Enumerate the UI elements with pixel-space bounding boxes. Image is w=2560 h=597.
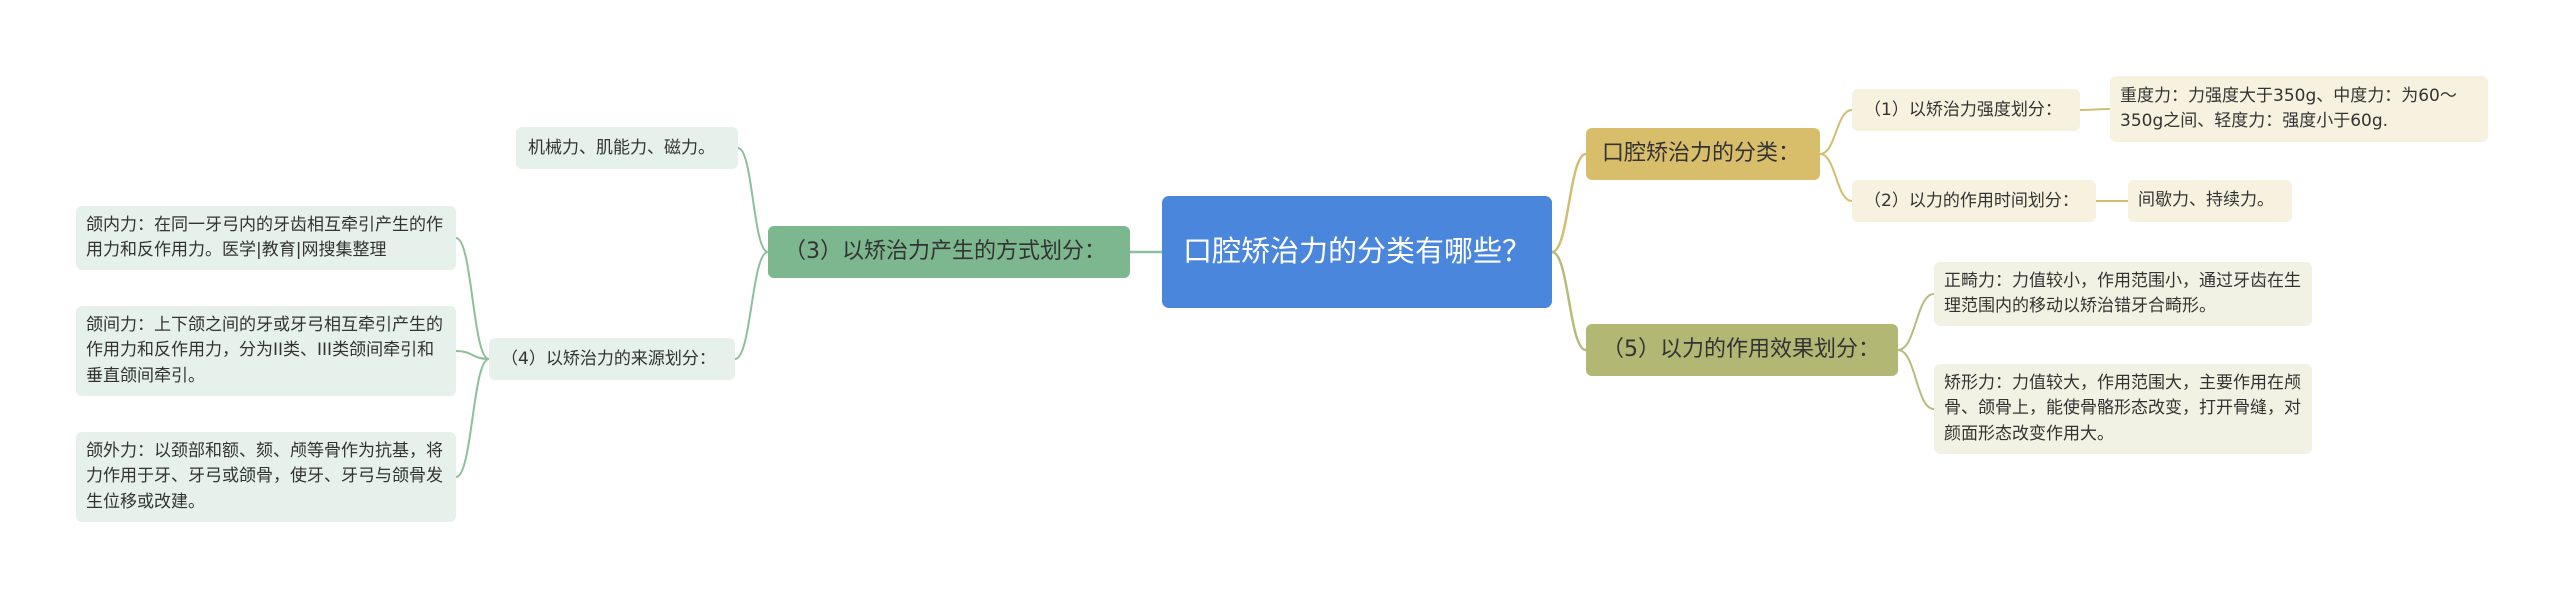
connector-root-effect bbox=[1551, 250, 1587, 352]
root-topic[interactable]: 口腔矫治力的分类有哪些？ bbox=[1162, 196, 1552, 308]
leaf-force-strength-label: 重度力：力强度大于350g、中度力：为60～350g之间、轻度力：强度小于60g… bbox=[2120, 85, 2457, 132]
connector-classification-duration bbox=[1819, 153, 1853, 202]
connector-root-classification bbox=[1551, 152, 1587, 254]
leaf-intermittent-continuous[interactable]: 间歇力、持续力。 bbox=[2128, 180, 2292, 222]
subbranch-strength[interactable]: （1）以矫治力强度划分： bbox=[1852, 89, 2080, 131]
branch-method-label: （3）以矫治力产生的方式划分： bbox=[784, 239, 1106, 265]
branch-effect[interactable]: （5）以力的作用效果划分： bbox=[1586, 324, 1898, 376]
leaf-mechanical-force[interactable]: 机械力、肌能力、磁力。 bbox=[516, 127, 738, 169]
branch-method[interactable]: （3）以矫治力产生的方式划分： bbox=[768, 226, 1130, 278]
subbranch-duration-label: （2）以力的作用时间划分： bbox=[1864, 190, 2079, 211]
connector-strength-leaf bbox=[2079, 108, 2111, 111]
subbranch-source-label: （4）以矫治力的来源划分： bbox=[501, 348, 716, 369]
subbranch-source[interactable]: （4）以矫治力的来源划分： bbox=[489, 338, 735, 380]
branch-classification[interactable]: 口腔矫治力的分类： bbox=[1586, 128, 1820, 180]
leaf-intramaxillary-force[interactable]: 颌内力：在同一牙弓内的牙齿相互牵引产生的作用力和反作用力。医学|教育|网搜集整理 bbox=[76, 206, 456, 270]
connector-effect-orthopedic bbox=[1897, 349, 1935, 410]
root-topic-label: 口腔矫治力的分类有哪些？ bbox=[1182, 234, 1531, 269]
leaf-intermittent-continuous-label: 间歇力、持续力。 bbox=[2138, 190, 2274, 211]
leaf-intermaxillary-force[interactable]: 颌间力：上下颌之间的牙或牙弓相互牵引产生的作用力和反作用力，分为II类、III类… bbox=[76, 306, 456, 396]
leaf-orthopedic-force[interactable]: 矫形力：力值较大，作用范围大，主要作用在颅骨、颌骨上，能使骨骼形态改变，打开骨缝… bbox=[1934, 364, 2312, 454]
connector-source-intermaxillary bbox=[455, 350, 490, 360]
subbranch-strength-label: （1）以矫治力强度划分： bbox=[1864, 99, 2062, 120]
leaf-orthopedic-force-label: 矫形力：力值较大，作用范围大，主要作用在颅骨、颌骨上，能使骨骼形态改变，打开骨缝… bbox=[1944, 372, 2301, 444]
leaf-intramaxillary-force-label: 颌内力：在同一牙弓内的牙齿相互牵引产生的作用力和反作用力。医学|教育|网搜集整理 bbox=[86, 214, 443, 261]
leaf-intermaxillary-force-label: 颌间力：上下颌之间的牙或牙弓相互牵引产生的作用力和反作用力，分为II类、III类… bbox=[86, 314, 443, 386]
leaf-force-strength[interactable]: 重度力：力强度大于350g、中度力：为60～350g之间、轻度力：强度小于60g… bbox=[2110, 76, 2488, 142]
branch-classification-label: 口腔矫治力的分类： bbox=[1602, 141, 1801, 167]
connector-method-mechanical bbox=[737, 147, 769, 253]
leaf-orthodontic-force-label: 正畸力：力值较小，作用范围小，通过牙齿在生理范围内的移动以矫治错牙合畸形。 bbox=[1944, 270, 2301, 317]
subbranch-duration[interactable]: （2）以力的作用时间划分： bbox=[1852, 180, 2096, 222]
connector-effect-orthodontic bbox=[1897, 293, 1935, 351]
connector-classification-strength bbox=[1819, 109, 1853, 155]
connector-method-source bbox=[734, 251, 769, 360]
leaf-extraoral-force-label: 颌外力：以颈部和额、颏、颅等骨作为抗基，将力作用于牙、牙弓或颌骨，使牙、牙弓与颌… bbox=[86, 440, 443, 512]
leaf-orthodontic-force[interactable]: 正畸力：力值较小，作用范围小，通过牙齿在生理范围内的移动以矫治错牙合畸形。 bbox=[1934, 262, 2312, 326]
leaf-mechanical-force-label: 机械力、肌能力、磁力。 bbox=[528, 137, 715, 158]
leaf-extraoral-force[interactable]: 颌外力：以颈部和额、颏、颅等骨作为抗基，将力作用于牙、牙弓或颌骨，使牙、牙弓与颌… bbox=[76, 432, 456, 522]
connector-source-intramaxillary bbox=[455, 237, 490, 360]
branch-effect-label: （5）以力的作用效果划分： bbox=[1602, 337, 1880, 363]
connector-source-extraoral bbox=[455, 358, 490, 478]
